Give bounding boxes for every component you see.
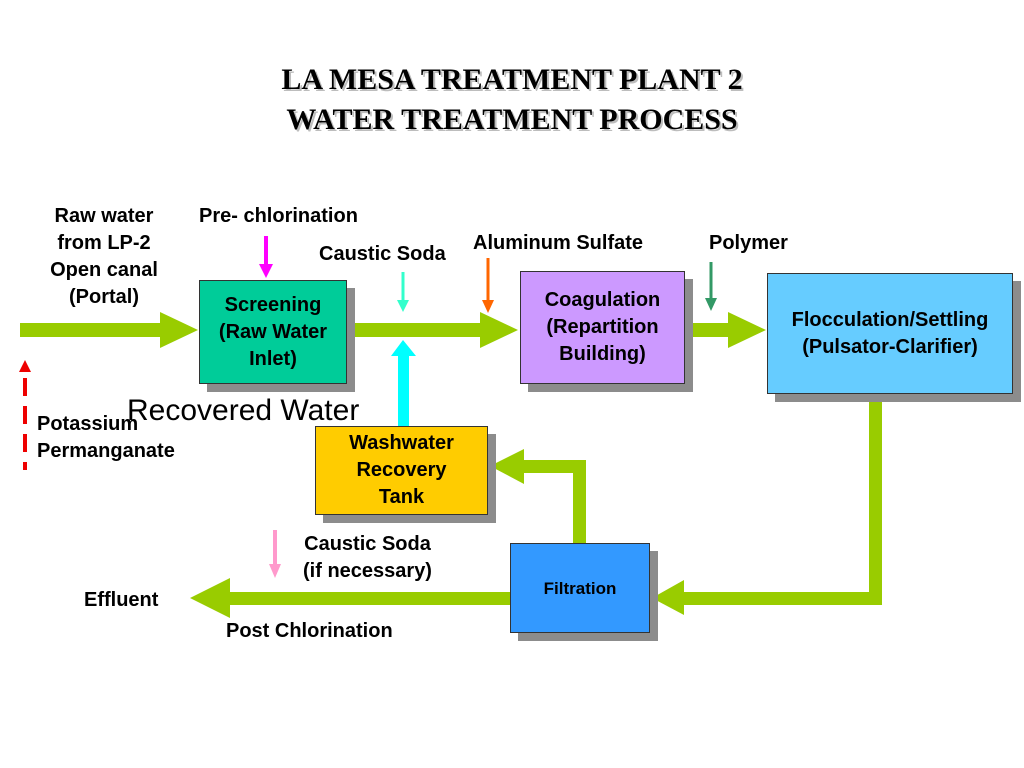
- caustic-soda-bottom-label: Caustic Soda (if necessary): [280, 531, 455, 585]
- washwater-line-2: Recovery: [356, 459, 447, 481]
- flow-screening-to-coagulation-head: [480, 312, 518, 348]
- screening-line-2: (Raw Water: [218, 320, 328, 343]
- raw-water-line-2: from LP-2: [57, 232, 151, 254]
- raw-water-line-4: (Portal): [69, 286, 139, 308]
- filtration-box: Filtration: [510, 543, 650, 633]
- potassium-permanganate-label: Potassium Permanganate: [37, 411, 175, 465]
- potassium-line-1: Potassium: [37, 413, 139, 435]
- pre-chlorination-label: Pre- chlorination: [199, 205, 358, 227]
- washwater-line-1: Washwater: [349, 432, 454, 454]
- potassium-line-2: Permanganate: [37, 440, 175, 462]
- flow-raw-to-screening-head: [160, 312, 198, 348]
- flow-screening-to-coagulation: [350, 323, 485, 337]
- post-chlorination-label: Post Chlorination: [226, 620, 393, 642]
- raw-water-label: Raw water from LP-2 Open canal (Portal): [30, 203, 178, 311]
- flocculation-line-1: Flocculation/Settling: [791, 308, 989, 331]
- raw-water-line-3: Open canal: [50, 259, 158, 281]
- recovered-water-arrow-head: [391, 340, 416, 356]
- recovered-water-label: Recovered Water: [127, 394, 360, 427]
- flow-to-filtration-head: [652, 580, 684, 615]
- flocculation-box: Flocculation/Settling (Pulsator-Clarifier…: [767, 273, 1013, 394]
- caustic-soda-bottom-line-2: (if necessary): [303, 560, 432, 582]
- aluminum-sulfate-label: Aluminum Sulfate: [473, 232, 644, 254]
- caustic-soda-bottom-arrow-head: [269, 564, 281, 578]
- flow-coagulation-to-flocculation: [688, 323, 733, 337]
- title-line-2: WATER TREATMENT PROCESS: [286, 103, 738, 136]
- coagulation-line-1: Coagulation: [544, 289, 661, 311]
- effluent-label: Effluent: [84, 589, 159, 611]
- recovered-water-arrow: [398, 356, 409, 428]
- flocculation-line-2: (Pulsator-Clarifier): [802, 335, 978, 358]
- washwater-line-3: Tank: [378, 486, 425, 508]
- caustic-soda-top-label: Caustic Soda: [319, 243, 446, 265]
- screening-line-1: Screening: [224, 293, 322, 316]
- potassium-permanganate-arrow-head: [19, 360, 31, 372]
- flow-flocculation-down: [869, 393, 882, 603]
- flow-to-filtration: [680, 592, 882, 605]
- polymer-arrow-head: [705, 298, 717, 311]
- flow-to-washwater-head: [490, 449, 524, 484]
- raw-water-line-1: Raw water: [54, 205, 154, 227]
- flow-raw-to-screening: [20, 323, 165, 337]
- caustic-soda-bottom-line-1: Caustic Soda: [304, 533, 431, 555]
- title-line-1: LA MESA TREATMENT PLANT 2: [281, 63, 743, 96]
- flow-coagulation-to-flocculation-head: [728, 312, 766, 348]
- screening-line-3: Inlet): [249, 347, 297, 370]
- caustic-soda-top-arrow-head: [397, 300, 409, 312]
- flow-to-washwater: [520, 460, 586, 473]
- aluminum-sulfate-arrow-head: [482, 300, 494, 313]
- flow-to-effluent-head: [190, 578, 230, 618]
- coagulation-line-3: Building): [559, 343, 646, 365]
- polymer-label: Polymer: [709, 232, 788, 254]
- pre-chlorination-arrow-head: [259, 264, 273, 278]
- flow-filtration-up: [573, 460, 586, 545]
- coagulation-line-2: (Repartition: [546, 316, 659, 338]
- flow-to-effluent: [225, 592, 510, 605]
